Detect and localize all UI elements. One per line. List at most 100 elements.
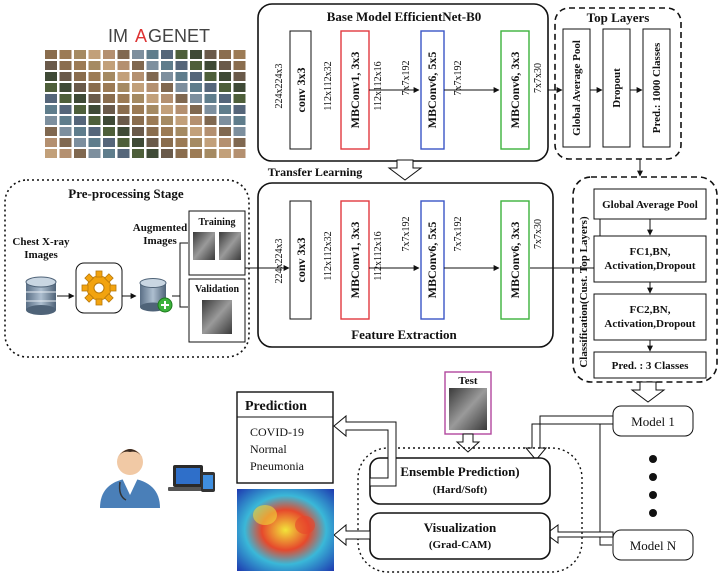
mosaic-thumbnail [132,61,144,70]
mbconv6-3x3-label: MBConv6, 3x3 [508,222,522,299]
mosaic-thumbnail [117,116,130,125]
mosaic-thumbnail [161,138,173,147]
fc2-block [593,293,707,341]
doctor-icon [100,449,160,508]
validation-label: Validation [195,284,240,295]
mosaic-thumbnail [59,149,72,158]
size-label: 112x112x16 [373,231,384,280]
mosaic-thumbnail [233,149,246,158]
mosaic-thumbnail [190,50,202,59]
mosaic-thumbnail [117,72,130,81]
prediction-class: Pneumonia [250,459,305,473]
mosaic-thumbnail [175,94,188,103]
mbconv1-block [340,200,370,320]
logo-text-right: GENET [148,26,210,46]
mosaic-thumbnail [103,116,115,125]
mosaic-thumbnail [233,138,246,147]
mosaic-thumbnail [45,94,57,103]
mosaic-thumbnail [132,127,144,136]
mosaic-thumbnail [117,138,130,147]
mosaic-thumbnail [88,149,101,158]
mosaic-thumbnail [233,127,246,136]
mosaic-thumbnail [88,61,101,70]
mosaic-thumbnail [45,72,57,81]
mosaic-thumbnail [190,105,202,114]
conv-block-label: conv 3x3 [294,238,308,283]
mosaic-thumbnail [59,127,72,136]
mosaic-thumbnail [204,61,217,70]
mosaic-thumbnail [175,50,188,59]
mosaic-thumbnail [74,138,86,147]
chest-xray-label-1: Chest X-ray [12,236,70,248]
pred-1000-block [642,28,671,148]
logo-text-left: IM [108,26,128,46]
mosaic-thumbnail [88,116,101,125]
mosaic-thumbnail [74,116,86,125]
mosaic-thumbnail [190,127,202,136]
gear-icon [81,270,117,306]
mosaic-thumbnail [88,94,101,103]
pred-3-label: Pred. : 3 Classes [612,360,690,372]
output-region [357,447,583,573]
mosaic-thumbnail [59,50,72,59]
mosaic-thumbnail [88,138,101,147]
mbconv1-label: MBConv1, 3x3 [348,52,362,129]
mosaic-thumbnail [190,72,202,81]
chest-xray-label-2: Images [24,249,58,261]
size-label: 7x7x192 [453,217,464,252]
mosaic-thumbnail [204,72,217,81]
mosaic-thumbnail [117,94,130,103]
mosaic-thumbnail [103,138,115,147]
mosaic-thumbnail [233,83,246,92]
mosaic-thumbnail [117,149,130,158]
mosaic-thumbnail [204,138,217,147]
mosaic-thumbnail [45,149,57,158]
mosaic-thumbnail [219,50,231,59]
visualization-label-2: (Grad-CAM) [429,539,492,551]
mosaic-thumbnail [161,116,173,125]
imagenet-mosaic [45,50,246,158]
mosaic-thumbnail [146,72,159,81]
mosaic-thumbnail [233,72,246,81]
mosaic-thumbnail [146,94,159,103]
size-label: 7x7x30 [533,219,544,249]
mosaic-thumbnail [88,72,101,81]
mosaic-thumbnail [175,72,188,81]
mosaic-thumbnail [233,50,246,59]
mosaic-thumbnail [59,138,72,147]
mosaic-thumbnail [161,50,173,59]
gap-block [593,188,707,220]
mbconv6-5x5-label: MBConv6, 5x5 [425,52,439,129]
mosaic-thumbnail [132,94,144,103]
prediction-title: Prediction [245,399,307,414]
mosaic-thumbnail [190,94,202,103]
mosaic-thumbnail [132,138,144,147]
prediction-box [236,391,334,484]
mosaic-thumbnail [175,116,188,125]
mosaic-thumbnail [59,105,72,114]
mosaic-thumbnail [132,50,144,59]
imagenet-logo: IM A GENET [108,26,210,46]
mosaic-thumbnail [117,127,130,136]
gradcam-heatmap [237,489,334,571]
mosaic-thumbnail [88,50,101,59]
transfer-arrow [387,159,423,181]
mosaic-thumbnail [132,116,144,125]
pred-1000-label: Pred.: 1000 Classes [651,42,663,133]
size-label: 7x7x30 [533,63,544,93]
visualization-label-1: Visualization [424,520,497,535]
prediction-class: Normal [250,442,287,456]
mosaic-thumbnail [88,127,101,136]
base-model-title: Base Model EfficientNet-B0 [327,9,482,24]
mosaic-thumbnail [146,116,159,125]
feature-extraction-box [257,182,554,348]
mosaic-thumbnail [204,105,217,114]
xray-thumbnail [193,232,215,260]
mosaic-thumbnail [74,50,86,59]
augmented-database-icon [139,278,173,313]
conv-block [289,200,312,320]
mosaic-thumbnail [45,61,57,70]
mosaic-thumbnail [45,83,57,92]
mosaic-thumbnail [103,127,115,136]
mosaic-thumbnail [219,72,231,81]
